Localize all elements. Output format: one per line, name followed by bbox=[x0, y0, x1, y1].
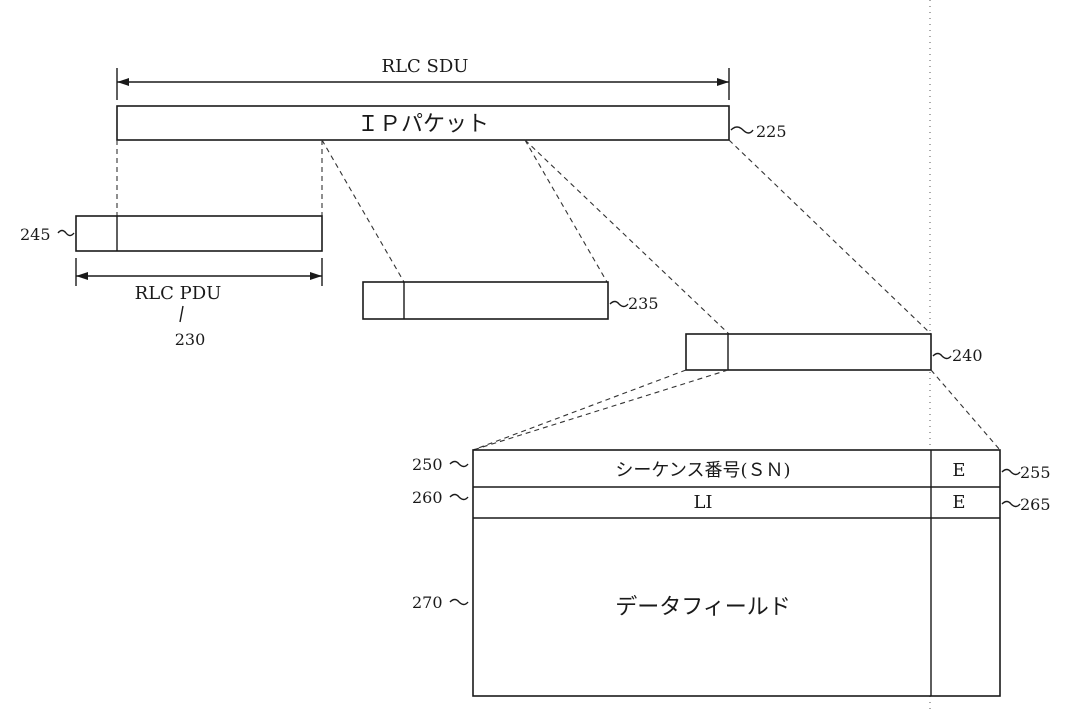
e-bit-2-label: E bbox=[952, 492, 965, 513]
rlc-pdu-dimension: RLC PDU 230 bbox=[75, 258, 323, 349]
sequence-number-ref: 250 bbox=[412, 455, 443, 474]
rlc-pdu-ref: 230 bbox=[175, 330, 206, 349]
data-field-label: データフィールド bbox=[615, 595, 791, 620]
e-bit-2-ref: 265 bbox=[1020, 495, 1051, 514]
ip-packet-label: ＩＰパケット bbox=[357, 112, 489, 137]
sequence-number-label: シーケンス番号(ＳＮ) bbox=[615, 460, 790, 481]
pdu-third-ref: 240 bbox=[952, 346, 983, 365]
rlc-pdu-label: RLC PDU bbox=[135, 283, 222, 304]
ip-packet-block: ＩＰパケット 225 bbox=[116, 105, 787, 141]
e-bit-1-ref: 255 bbox=[1020, 463, 1051, 482]
e-bit-1-label: E bbox=[952, 460, 965, 481]
pdu-first-ref: 245 bbox=[20, 225, 51, 244]
pdu-second-ref: 235 bbox=[628, 294, 659, 313]
projection-lines bbox=[116, 139, 932, 335]
expansion-lines bbox=[472, 369, 1001, 451]
rlc-sdu-label: RLC SDU bbox=[382, 56, 469, 77]
li-ref: 260 bbox=[412, 488, 443, 507]
ip-packet-ref: 225 bbox=[756, 122, 787, 141]
rlc-pdu-first: 245 bbox=[20, 215, 323, 252]
data-field-ref: 270 bbox=[412, 593, 443, 612]
li-label: LI bbox=[693, 492, 712, 513]
rlc-pdu-third: 240 bbox=[685, 333, 983, 371]
pdu-detail-structure: シーケンス番号(ＳＮ) 250 E 255 LI 260 E 265 データフィ… bbox=[412, 449, 1051, 697]
rlc-sdu-dimension: RLC SDU bbox=[116, 56, 730, 100]
rlc-pdu-second: 235 bbox=[362, 281, 659, 320]
